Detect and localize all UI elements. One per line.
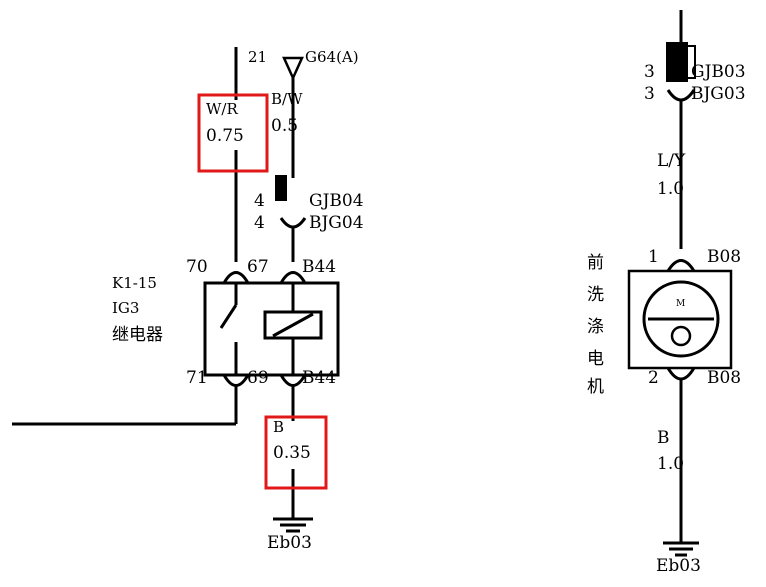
left-circuit: 21 W/R 0.75 G64(A) B/W 0.5 4 GJB04 4 BJG… <box>12 47 364 553</box>
wire-wr-size: 0.75 <box>206 126 244 146</box>
relay-pin-70: 70 <box>186 257 208 277</box>
motor-name-4: 电 <box>587 349 604 369</box>
bjg03-name: BJG03 <box>691 84 746 104</box>
relay-pin-b44-bottom: B44 <box>302 368 336 388</box>
relay-ref: K1-15 <box>112 274 157 292</box>
ground-icon-left <box>273 517 313 533</box>
motor-name-2: 洗 <box>587 285 604 305</box>
gjb04-pin: 4 <box>254 191 265 211</box>
bjg04-name: BJG04 <box>309 213 364 233</box>
relay-pin-67: 67 <box>247 257 269 277</box>
ground-label-right: Eb03 <box>656 556 701 576</box>
connector-male-icon <box>666 42 688 82</box>
connector-female-icon <box>666 89 696 102</box>
wire-b-left-color: B <box>273 418 284 436</box>
motor-name-5: 机 <box>587 377 604 397</box>
motor-pin-1-conn: B08 <box>707 247 741 267</box>
wire-b-left-size: 0.35 <box>273 443 311 463</box>
ground-label-left: Eb03 <box>267 533 312 553</box>
wire-bw-color: B/W <box>271 90 303 108</box>
relay-name: 继电器 <box>112 325 163 345</box>
motor-symbol: M <box>676 299 685 309</box>
wire-ly-size: 1.0 <box>657 179 684 199</box>
gjb04-name: GJB04 <box>309 191 364 211</box>
relay-switch-icon <box>219 304 238 329</box>
relay-pin-69: 69 <box>247 368 269 388</box>
wire-bw-size: 0.5 <box>271 116 298 136</box>
wire-ly-color: L/Y <box>657 151 686 171</box>
gjb03-pin: 3 <box>644 62 655 82</box>
connector-male-icon <box>275 175 287 201</box>
gjb03-name: GJB03 <box>691 62 746 82</box>
wire-wr-color: W/R <box>206 100 238 118</box>
highlight-box-wr <box>197 93 269 173</box>
motor-pin-2-conn: B08 <box>707 368 741 388</box>
wire-b-right-color: B <box>657 428 670 448</box>
bjg03-pin: 3 <box>644 84 655 104</box>
highlight-box-b <box>264 415 328 490</box>
connector-female-icon <box>279 217 307 229</box>
splice-arrow-icon <box>282 56 304 82</box>
motor-name-1: 前 <box>587 253 604 273</box>
relay-model: IG3 <box>112 299 139 317</box>
bjg04-pin: 4 <box>254 213 265 233</box>
motor-pin-2: 2 <box>648 368 659 388</box>
motor-name-3: 涤 <box>587 317 604 337</box>
motor-pin-1: 1 <box>648 247 659 267</box>
wire-b-right-size: 1.0 <box>657 454 684 474</box>
splice-label: G64(A) <box>305 48 359 66</box>
right-circuit: 3 GJB03 3 BJG03 L/Y 1.0 前 洗 涤 电 机 1 B08 … <box>587 10 746 576</box>
relay-pin-71: 71 <box>186 368 208 388</box>
wire-top-pin: 21 <box>248 48 267 66</box>
ground-icon-right <box>663 541 699 557</box>
relay-pin-b44-top: B44 <box>302 257 336 277</box>
